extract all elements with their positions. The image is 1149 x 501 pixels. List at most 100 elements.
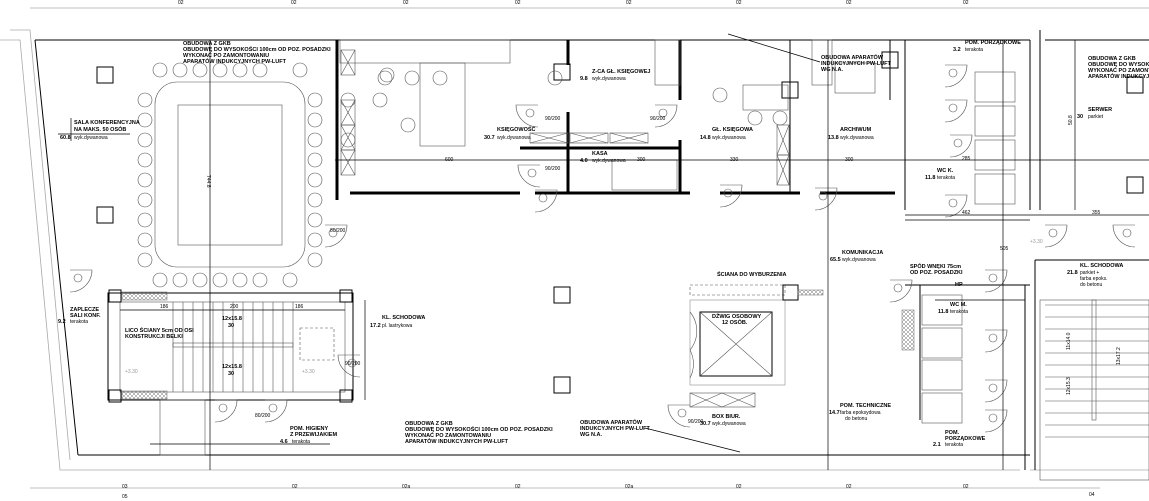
chair-icon — [404, 70, 420, 86]
room-label-wc-m: WC M. 11.8 terakota — [938, 302, 968, 315]
room-name: KL. SCHODOWA — [382, 315, 425, 321]
window-tag: 02 — [963, 0, 969, 6]
chair-icon — [192, 272, 208, 288]
room-area: 65.5 — [830, 257, 841, 263]
room-area: 14.8 — [700, 135, 711, 141]
stairs-spec: 30 — [228, 371, 234, 377]
annotations: OBUDOWA Z GKB OBUDOWĘ DO WYSOKOŚCI 100cm… — [125, 33, 1149, 453]
shelf-cross — [569, 132, 609, 144]
chair-icon — [137, 232, 153, 248]
door-tag — [658, 108, 668, 118]
door-size: 90/200 — [688, 419, 704, 425]
room-floor: wyk.dywanowa — [842, 257, 876, 263]
chair-icon — [137, 212, 153, 228]
note-gkb-right: OBUDOWA Z GKB OBUDOWĘ DO WYSOKOŚCI 100cm… — [1088, 56, 1149, 80]
chair-icon — [307, 212, 323, 228]
room-area: 2.1 — [933, 442, 941, 448]
door-size: 90/200 — [650, 116, 666, 122]
room-name: POM. — [945, 430, 960, 436]
room-label-cash: KASA 4.0 wyk.dywanowa — [580, 151, 626, 164]
level-mark: +3.30 — [302, 369, 315, 375]
conference-table — [154, 81, 306, 268]
room-area: 17.2 — [370, 323, 381, 329]
chair-icon — [307, 172, 323, 188]
room-label-conf-backroom: ZAPLECZE SALI KONF. 9.2 terakota — [58, 307, 101, 325]
chair-icon — [307, 252, 323, 268]
chair-icon — [172, 272, 188, 288]
room-label-cleaning-bottom: POM. PORZĄDKOWE 2.1 terakota — [933, 430, 986, 448]
dimension-lines: 600 300 330 300 285 462 505 355 186 200 … — [120, 40, 1149, 470]
elevator-capacity: 12 OSÓB. — [722, 318, 748, 326]
room-area: 21.8 — [1067, 270, 1078, 276]
room-name: SALA KONFERENCYJNA — [74, 120, 140, 126]
shelf-cross — [609, 132, 649, 144]
window-tag: 05 — [122, 494, 128, 500]
door-tag — [218, 403, 228, 413]
stairs-spec: 13x17.2 — [1116, 347, 1122, 365]
room-label-server: SERWER 30 parkiet — [1077, 107, 1112, 120]
window-tag: 02 — [515, 484, 521, 490]
room-name: GŁ. KSIĘGOWA — [712, 127, 753, 133]
window-tag: 02 — [846, 0, 852, 6]
wall-note: KONSTRUKCJI BELKI — [125, 334, 183, 340]
door-swing — [984, 269, 1008, 293]
note-text: APARATÓW INDUKCYJNYCH PW-LUFT — [1088, 72, 1149, 80]
door-swing — [889, 279, 913, 303]
door-tag — [893, 283, 903, 293]
wall-note: LICO ŚCIANY 5cm OD OSI — [125, 327, 194, 334]
door-swing — [515, 104, 539, 128]
shelf-cross — [776, 124, 790, 156]
room-floor: parkiet + — [1080, 270, 1099, 276]
column — [881, 51, 899, 69]
column — [781, 81, 799, 99]
note-text: OBUDOWA Z GKB — [405, 421, 453, 427]
room-area: 11.8 — [925, 175, 935, 181]
room-name: KASA — [592, 151, 608, 157]
shelf — [529, 132, 569, 144]
room-name: NA MAKS. 50 OSÓB — [74, 125, 126, 133]
room-floor: terakota — [950, 309, 968, 315]
dim-label: 505 — [1000, 246, 1009, 252]
chair-icon — [172, 62, 188, 78]
note-gkb-top: OBUDOWA Z GKB OBUDOWĘ DO WYSOKOŚCI 100cm… — [183, 41, 331, 65]
door-tag — [677, 408, 687, 418]
room-area: 11.8 — [938, 309, 948, 315]
note-text: OBUDOWĘ DO WYSOKOŚCI 100cm OD POZ. POSAD… — [1088, 61, 1149, 68]
note-induction-top: OBUDOWA APARATÓW INDUKCYJNYCH PW-LUFT WG… — [727, 33, 891, 73]
stairs-spec: 12x15.3 — [1066, 377, 1072, 395]
room-floor: terakota — [292, 439, 310, 445]
window-tag: 02 — [626, 0, 632, 6]
door-swing — [1044, 224, 1068, 248]
room-floor: do betonu — [845, 416, 867, 422]
shelf-cross — [340, 124, 356, 151]
chair-icon — [232, 62, 248, 78]
room-label-cleaning-top: POM. PORZĄDKOWE 3.2 terakota — [953, 40, 1021, 53]
chair-icon — [152, 272, 168, 288]
chair-icon — [137, 252, 153, 268]
room-label-stair-left: KL. SCHODOWA 17.2 pl. lastrykowa — [370, 315, 425, 329]
chair-icon — [772, 110, 788, 126]
door-swing — [337, 354, 361, 378]
chair-icon — [340, 132, 356, 148]
room-floor: terakota — [945, 442, 963, 448]
room-floor: wyk.dywanowa — [592, 76, 626, 82]
room-floor: wyk.dywanowa — [592, 158, 626, 164]
window-tag: 03 — [122, 484, 128, 490]
chair-icon — [137, 112, 153, 128]
elevator — [689, 284, 824, 408]
shelf — [776, 154, 790, 186]
note-gkb-bottom: OBUDOWA Z GKB OBUDOWĘ DO WYSOKOŚCI 100cm… — [405, 421, 553, 445]
column — [96, 206, 114, 224]
chair-icon — [307, 192, 323, 208]
hydrant-label: HP — [955, 282, 963, 288]
room-label-archive: ARCHIWUM 13.8 wyk.dywanowa — [828, 127, 874, 141]
chair-icon — [137, 152, 153, 168]
room-area: 14.7 — [829, 410, 840, 416]
door-tag — [1048, 228, 1058, 238]
door-swing — [264, 399, 288, 423]
dim-label: 462 — [962, 210, 971, 216]
door-size: 90/200 — [345, 361, 361, 367]
columns — [96, 51, 1144, 394]
door-swing — [984, 329, 1008, 353]
